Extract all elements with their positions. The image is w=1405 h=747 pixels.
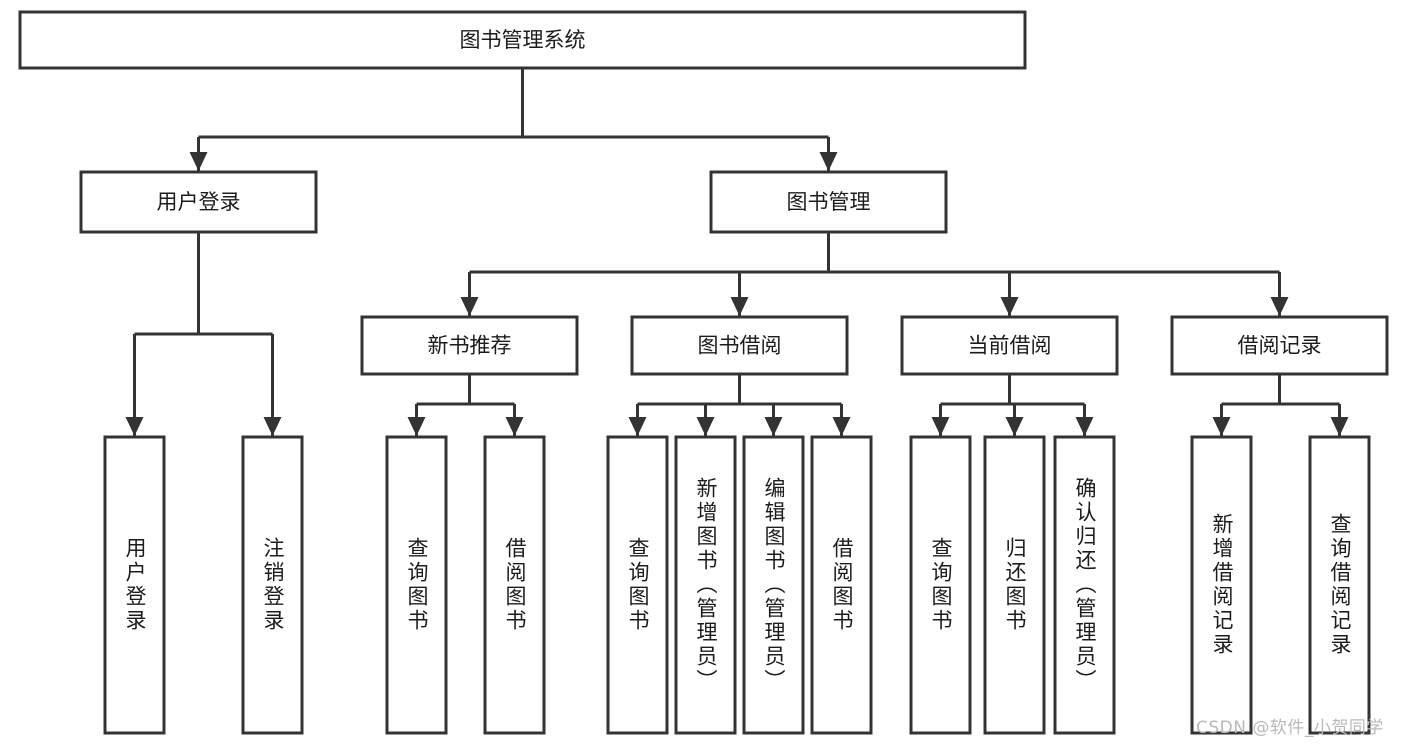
node-box-nbr-query[interactable] [385,435,448,735]
node-box-book-borrow[interactable] [630,315,849,376]
node-box-cb-query[interactable] [909,435,972,735]
node-box-current-borrow[interactable] [900,315,1119,376]
nodes-layer [18,10,1389,735]
arrow-head-icon [628,417,647,436]
arrow-head-icon [832,417,851,436]
node-box-borrow-record[interactable] [1170,315,1389,376]
arrow-head-icon [696,417,715,436]
node-box-user-login[interactable] [79,170,318,234]
arrow-head-icon [1000,297,1019,316]
arrow-head-icon [460,297,479,316]
arrow-head-icon [764,417,783,436]
arrow-head-icon [1075,417,1094,436]
node-label-user-login: 用户登录 [157,190,241,214]
arrow-head-icon [1005,417,1024,436]
node-box-br-add[interactable] [1190,435,1253,735]
arrow-head-icon [125,417,144,436]
node-label-root: 图书管理系统 [460,28,586,52]
arrow-head-icon [189,152,208,171]
node-box-bb-query[interactable] [606,435,669,735]
node-box-book-manage[interactable] [709,170,948,234]
csdn-watermark: CSDN @软件_小贺同学 [1196,718,1384,738]
node-box-l3-user-login[interactable] [103,435,166,735]
node-box-nbr-borrow[interactable] [483,435,546,735]
node-label-current-borrow: 当前借阅 [968,334,1052,358]
node-label-book-borrow: 图书借阅 [698,334,782,358]
node-box-bb-add[interactable] [674,435,737,735]
node-box-bb-edit[interactable] [742,435,805,735]
arrow-head-icon [1212,417,1231,436]
arrow-head-icon [263,417,282,436]
node-box-br-query[interactable] [1308,435,1371,735]
node-label-new-book-rec: 新书推荐 [428,334,512,358]
connectors-layer [125,68,1349,436]
node-box-root[interactable] [18,10,1027,70]
node-box-cb-confirm[interactable] [1053,435,1116,735]
node-box-cb-return[interactable] [983,435,1046,735]
arrow-head-icon [1330,417,1349,436]
arrow-head-icon [819,152,838,171]
arrow-head-icon [730,297,749,316]
node-box-new-book-rec[interactable] [360,315,579,376]
node-label-book-manage: 图书管理 [787,190,871,214]
arrow-head-icon [931,417,950,436]
arrow-head-icon [505,417,524,436]
node-label-borrow-record: 借阅记录 [1238,334,1322,358]
arrow-head-icon [407,417,426,436]
arrow-head-icon [1270,297,1289,316]
node-box-bb-borrow[interactable] [810,435,873,735]
node-box-l3-user-logout[interactable] [241,435,304,735]
